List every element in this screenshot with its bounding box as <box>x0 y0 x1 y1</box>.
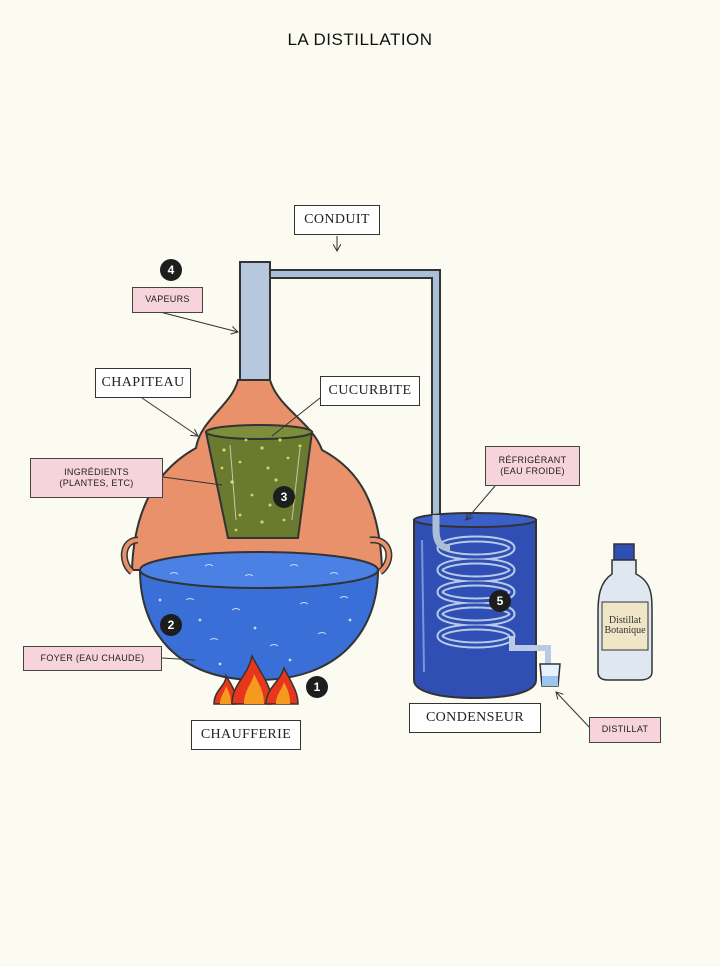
distillate-glass <box>539 663 561 687</box>
label-chaufferie: CHAUFFERIE <box>191 720 301 750</box>
fire <box>213 653 299 705</box>
label-refrigerant: RÉFRIGÉRANT (EAU FROIDE) <box>485 446 580 486</box>
leader-lines <box>141 236 593 731</box>
bottle-label-line1: Distillat <box>608 614 642 626</box>
step-badge-5: 5 <box>489 590 511 612</box>
step-badge-1: 1 <box>306 676 328 698</box>
page-title: LA DISTILLATION <box>287 30 433 49</box>
label-ingredients: INGRÉDIENTS (PLANTES, ETC) <box>30 458 163 498</box>
cucurbite-basket <box>204 424 314 539</box>
label-vapeurs: VAPEURS <box>132 287 203 313</box>
step-badge-2: 2 <box>160 614 182 636</box>
step-badge-3: 3 <box>273 486 295 508</box>
label-foyer: FOYER (EAU CHAUDE) <box>23 646 162 671</box>
bottle <box>597 543 653 681</box>
bottle-label: Distillat Botanique <box>603 604 647 648</box>
water-bowl <box>138 551 380 682</box>
label-cucurbite: CUCURBITE <box>320 376 420 406</box>
label-condenseur: CONDENSEUR <box>409 703 541 733</box>
bottle-label-line2: Botanique <box>604 625 646 636</box>
label-conduit: CONDUIT <box>294 205 380 235</box>
step-badge-4: 4 <box>160 259 182 281</box>
label-distillat: DISTILLAT <box>589 717 661 743</box>
label-chapiteau: CHAPITEAU <box>95 368 191 398</box>
condenser-tank <box>413 512 551 700</box>
